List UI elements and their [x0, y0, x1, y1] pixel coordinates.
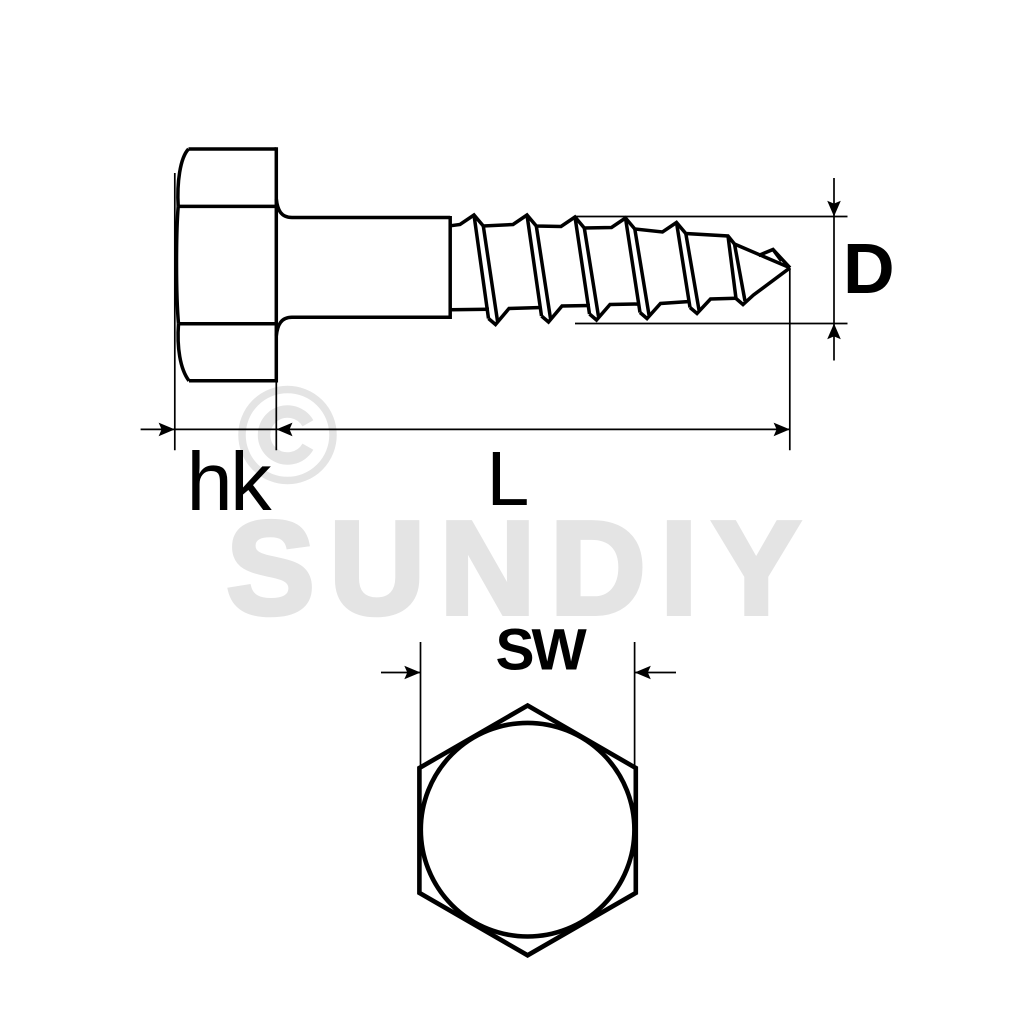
- svg-text:SW: SW: [496, 618, 588, 683]
- svg-text:D: D: [843, 229, 895, 309]
- svg-text:hk: hk: [187, 435, 273, 528]
- svg-text:L: L: [487, 436, 530, 522]
- svg-text:SUNDIY: SUNDIY: [227, 495, 816, 642]
